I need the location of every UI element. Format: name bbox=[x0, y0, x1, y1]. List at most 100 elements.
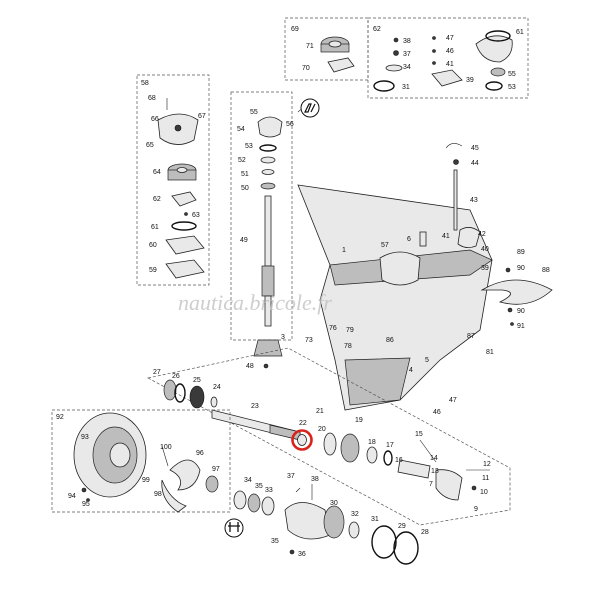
callout-62: 62 bbox=[373, 26, 381, 33]
callout-63: 63 bbox=[192, 212, 200, 219]
highlight-seal-22 bbox=[291, 429, 313, 451]
callout-55: 55 bbox=[508, 71, 516, 78]
callout-46: 46 bbox=[433, 409, 441, 416]
callout-30: 30 bbox=[330, 500, 338, 507]
callout-56: 56 bbox=[286, 121, 294, 128]
callout-71: 71 bbox=[306, 43, 314, 50]
callout-5: 5 bbox=[425, 357, 429, 364]
callout-87: 87 bbox=[467, 333, 475, 340]
callout-51: 51 bbox=[241, 171, 249, 178]
callout-40: 40 bbox=[481, 246, 489, 253]
callout-14: 14 bbox=[430, 455, 438, 462]
book-icon bbox=[300, 98, 320, 118]
gear-housing-1 bbox=[297, 184, 493, 411]
callout-67: 67 bbox=[198, 113, 206, 120]
tool-icon bbox=[224, 518, 244, 538]
callout-93: 93 bbox=[81, 434, 89, 441]
callout-6: 6 bbox=[407, 236, 411, 243]
propeller-box-92 bbox=[51, 409, 231, 513]
callout-45: 45 bbox=[471, 145, 479, 152]
callout-42: 42 bbox=[478, 231, 486, 238]
callout-96: 96 bbox=[196, 450, 204, 457]
callout-15: 15 bbox=[415, 431, 423, 438]
callout-55: 55 bbox=[250, 109, 258, 116]
callout-26: 26 bbox=[172, 373, 180, 380]
callout-81: 81 bbox=[486, 349, 494, 356]
callout-18: 18 bbox=[368, 439, 376, 446]
callout-60: 60 bbox=[149, 242, 157, 249]
callout-58: 58 bbox=[141, 80, 149, 87]
callout-41: 41 bbox=[446, 61, 454, 68]
callout-36: 36 bbox=[298, 551, 306, 558]
callout-61: 61 bbox=[151, 224, 159, 231]
callout-3: 3 bbox=[281, 334, 285, 341]
callout-66: 66 bbox=[151, 116, 159, 123]
callout-95: 95 bbox=[82, 501, 90, 508]
kit-box-58 bbox=[136, 74, 210, 286]
callout-73: 73 bbox=[305, 337, 313, 344]
callout-79: 79 bbox=[346, 327, 354, 334]
callout-28: 28 bbox=[421, 529, 429, 536]
callout-49: 49 bbox=[240, 237, 248, 244]
callout-37: 37 bbox=[403, 51, 411, 58]
callout-76: 76 bbox=[329, 325, 337, 332]
callout-70: 70 bbox=[302, 65, 310, 72]
callout-34: 34 bbox=[244, 477, 252, 484]
callout-23: 23 bbox=[251, 403, 259, 410]
propshaft-box bbox=[146, 347, 511, 526]
callout-38: 38 bbox=[403, 38, 411, 45]
callout-53: 53 bbox=[245, 143, 253, 150]
highlight-ring bbox=[291, 429, 313, 451]
callout-89: 89 bbox=[517, 249, 525, 256]
callout-11: 11 bbox=[482, 475, 489, 482]
callout-97: 97 bbox=[212, 466, 220, 473]
callout-78: 78 bbox=[344, 343, 352, 350]
callout-68: 68 bbox=[148, 95, 156, 102]
callout-69: 69 bbox=[291, 26, 299, 33]
callout-20: 20 bbox=[318, 426, 326, 433]
callout-13: 13 bbox=[431, 468, 439, 475]
driveshaft-group bbox=[230, 91, 319, 369]
callout-24: 24 bbox=[213, 384, 221, 391]
callout-7: 7 bbox=[429, 481, 433, 488]
callout-22: 22 bbox=[299, 420, 307, 427]
callout-100: 100 bbox=[160, 444, 172, 451]
callout-29: 29 bbox=[398, 523, 406, 530]
callout-35: 35 bbox=[271, 538, 279, 545]
callout-47: 47 bbox=[446, 35, 454, 42]
callout-34: 34 bbox=[403, 64, 411, 71]
callout-52: 52 bbox=[238, 157, 246, 164]
callout-61: 61 bbox=[516, 29, 524, 36]
callout-38: 38 bbox=[311, 476, 319, 483]
callout-25: 25 bbox=[193, 377, 201, 384]
callout-39: 39 bbox=[481, 265, 489, 272]
callout-47: 47 bbox=[449, 397, 457, 404]
kit-box-69 bbox=[284, 17, 369, 81]
callout-33: 33 bbox=[265, 487, 273, 494]
callout-54: 54 bbox=[237, 126, 245, 133]
bearing-carrier-group bbox=[233, 484, 419, 565]
callout-27: 27 bbox=[153, 369, 161, 376]
callout-41: 41 bbox=[442, 233, 450, 240]
callout-99: 99 bbox=[142, 477, 150, 484]
callout-88: 88 bbox=[542, 267, 550, 274]
callout-10: 10 bbox=[480, 489, 488, 496]
callout-46: 46 bbox=[446, 48, 454, 55]
callout-94: 94 bbox=[68, 493, 76, 500]
callout-44: 44 bbox=[471, 160, 479, 167]
callout-53: 53 bbox=[508, 84, 516, 91]
callout-90: 90 bbox=[517, 265, 525, 272]
watermark: nautica.bricole.fr bbox=[178, 290, 332, 315]
callout-16: 16 bbox=[395, 457, 403, 464]
callout-21: 21 bbox=[316, 408, 324, 415]
callout-57: 57 bbox=[381, 242, 389, 249]
callout-59: 59 bbox=[149, 267, 157, 274]
callout-31: 31 bbox=[402, 84, 410, 91]
callout-43: 43 bbox=[470, 197, 478, 204]
anode-fin-88 bbox=[480, 267, 553, 326]
callout-64: 64 bbox=[153, 169, 161, 176]
callout-31: 31 bbox=[371, 516, 379, 523]
callout-32: 32 bbox=[351, 511, 359, 518]
callout-19: 19 bbox=[355, 417, 363, 424]
